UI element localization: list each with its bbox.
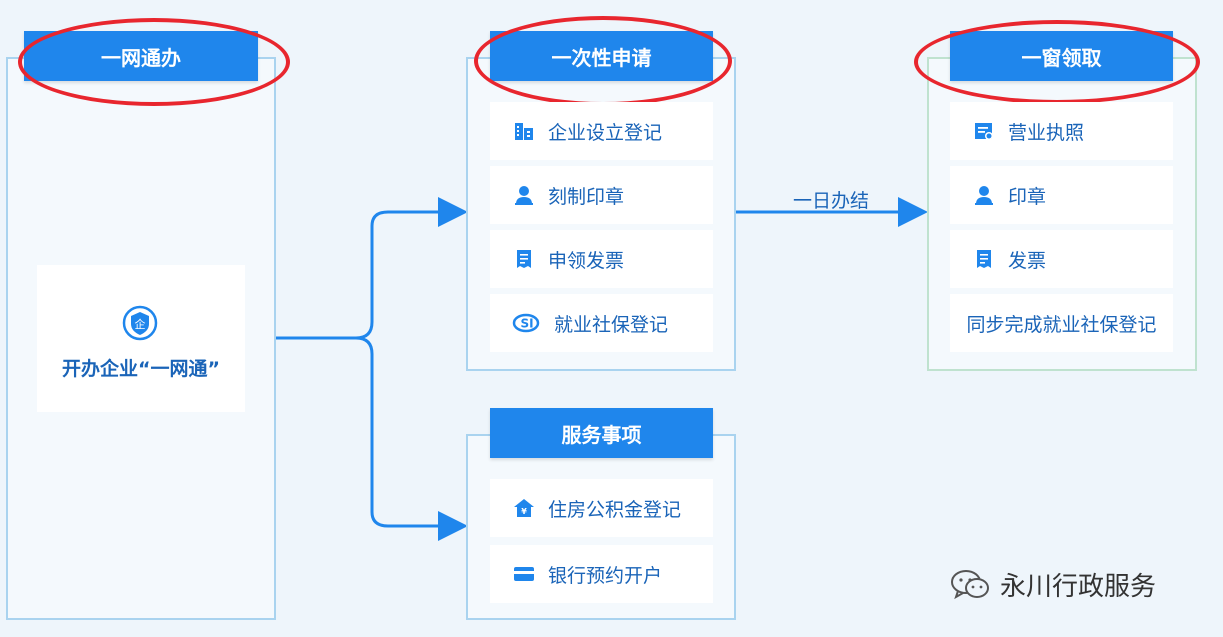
watermark-text: 永川行政服务 [1000,572,1157,602]
svg-text:企: 企 [135,317,146,331]
enterprise-shield-icon: 企 [122,305,158,341]
item-label: 申领发票 [548,249,625,272]
svg-text:¥: ¥ [521,507,527,516]
item-label: 企业设立登记 [548,121,663,144]
item-label: 刻制印章 [548,185,625,208]
person-stamp-icon [512,183,536,207]
item-label: 就业社保登记 [554,313,669,336]
building-icon [512,119,536,143]
item-bank-account[interactable]: 银行预约开户 [490,545,713,603]
receipt-icon [972,247,996,271]
card-icon [512,562,536,586]
highlight-oval-one-window [914,20,1200,104]
item-housing-fund[interactable]: ¥ 住房公积金登记 [490,479,713,537]
item-label: 同步完成就业社保登记 [966,313,1157,336]
item-enterprise-registration[interactable]: 企业设立登记 [490,102,713,160]
person-stamp-icon [972,183,996,207]
branch-connector-lower [355,336,468,541]
svg-text:SI: SI [520,317,533,331]
item-social-security-registration[interactable]: SI 就业社保登记 [490,294,713,352]
item-invoice-apply[interactable]: 申领发票 [490,230,713,288]
item-label: 印章 [1008,185,1047,208]
item-business-license[interactable]: 营业执照 [950,102,1173,160]
highlight-oval-one-time-apply [474,16,732,106]
house-icon: ¥ [512,496,536,520]
receipt-icon [512,247,536,271]
license-icon [972,119,996,143]
item-seal-engraving[interactable]: 刻制印章 [490,166,713,224]
start-business-label: 开办企业“一网通” [62,358,220,380]
branch-connector [276,197,468,340]
item-label: 营业执照 [1008,121,1085,144]
wechat-icon [950,568,990,602]
item-label: 银行预约开户 [548,564,663,587]
item-label: 发票 [1008,249,1047,272]
item-sync-social-security[interactable]: 同步完成就业社保登记 [950,294,1173,352]
item-label: 住房公积金登记 [548,498,682,521]
item-invoice[interactable]: 发票 [950,230,1173,288]
one-day-label: 一日办结 [793,190,870,212]
highlight-oval-one-network [18,18,290,106]
item-seal[interactable]: 印章 [950,166,1173,224]
watermark: 永川行政服务 [950,566,1156,603]
si-icon: SI [512,311,542,335]
header-services: 服务事项 [490,408,713,458]
